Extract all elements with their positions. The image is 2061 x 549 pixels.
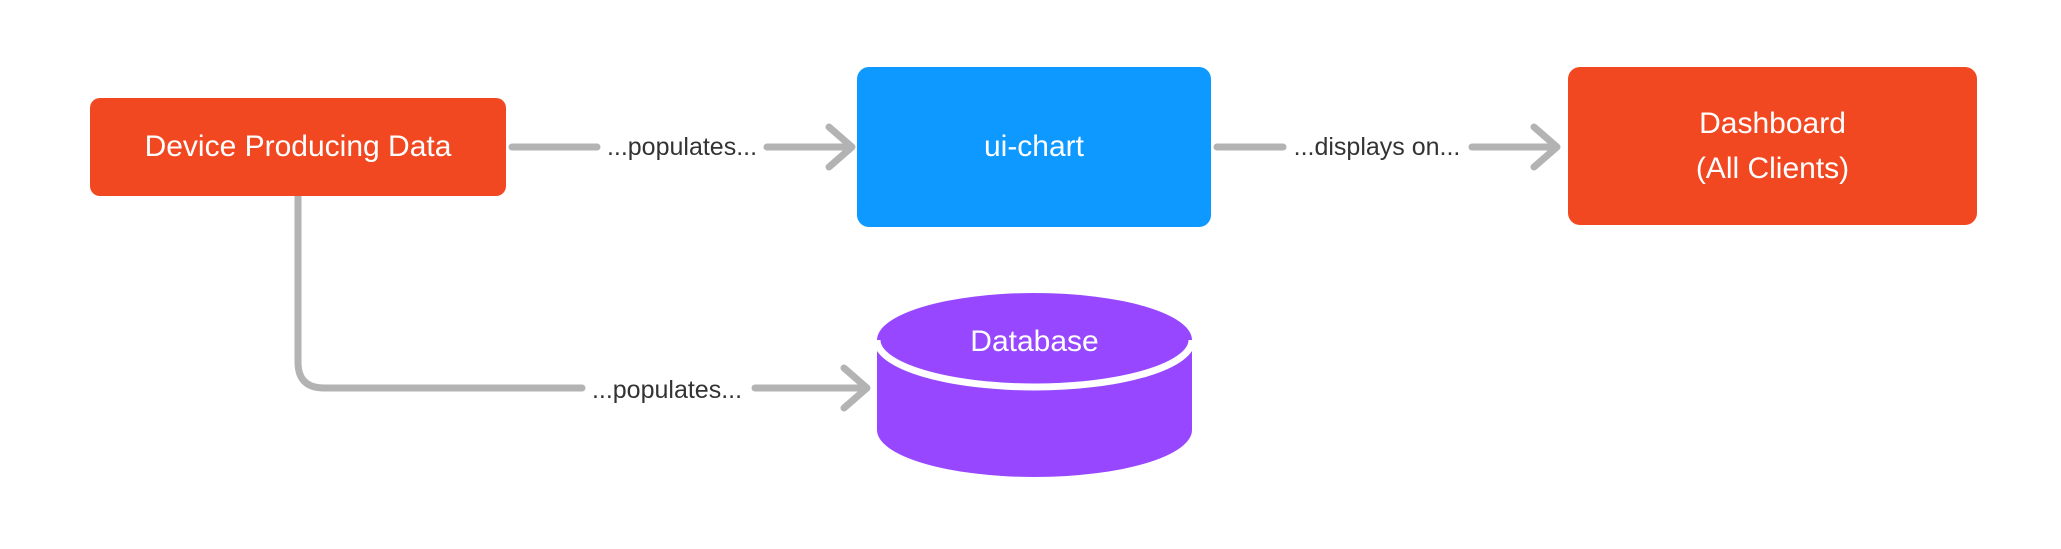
arrow-head-icon <box>840 364 871 412</box>
node-dashboard: Dashboard (All Clients) <box>1568 67 1977 225</box>
edge-label-populates-2: ...populates... <box>591 376 743 404</box>
node-database-label: Database <box>970 325 1099 358</box>
node-dashboard-label-line1: Dashboard <box>1699 107 1846 140</box>
edge-device-to-database-segment-a <box>294 192 586 392</box>
node-ui-chart-label: ui-chart <box>983 130 1085 163</box>
database-cylinder-separator <box>873 339 1196 391</box>
node-device-producing-data: Device Producing Data <box>90 98 506 196</box>
arrow-head-icon <box>825 123 856 171</box>
node-database-cylinder <box>873 292 1196 477</box>
arrow-head-icon <box>1530 123 1561 171</box>
node-dashboard-label-line2: (All Clients) <box>1695 152 1850 185</box>
edge-label-populates-1: ...populates... <box>606 133 758 161</box>
edge-label-displays-on: ...displays on... <box>1293 133 1461 161</box>
node-ui-chart: ui-chart <box>857 67 1211 227</box>
node-device-label: Device Producing Data <box>144 130 452 163</box>
